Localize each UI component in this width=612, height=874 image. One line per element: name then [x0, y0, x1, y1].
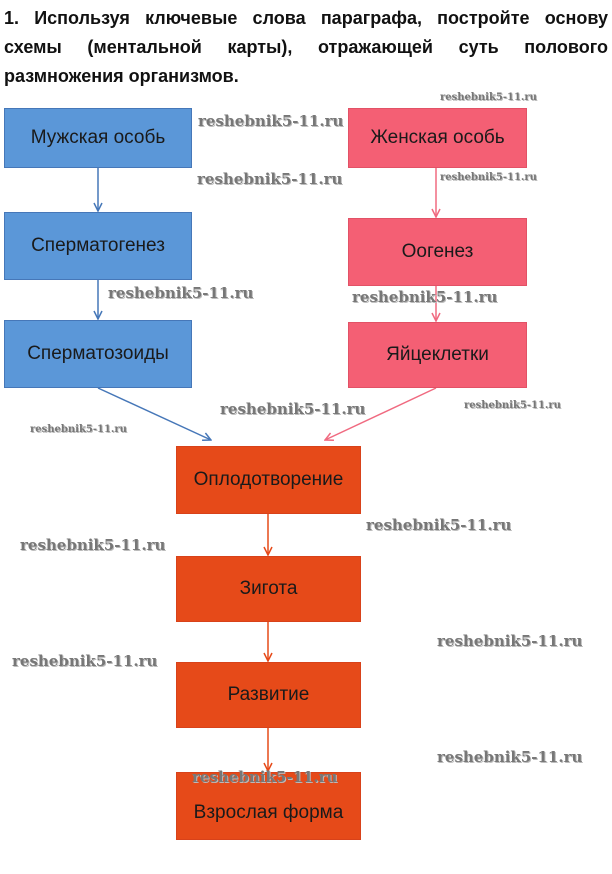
watermark: reshebnik5-11.ru: [366, 516, 512, 534]
watermark: reshebnik5-11.ru: [30, 424, 127, 435]
box-oogenesis: Оогенез: [348, 218, 527, 286]
watermark: reshebnik5-11.ru: [440, 172, 537, 183]
watermark: reshebnik5-11.ru: [198, 112, 344, 130]
watermark: reshebnik5-11.ru: [192, 768, 338, 786]
watermark: reshebnik5-11.ru: [197, 170, 343, 188]
box-development: Развитие: [176, 662, 361, 728]
watermark: reshebnik5-11.ru: [352, 288, 498, 306]
watermark: reshebnik5-11.ru: [464, 400, 561, 411]
box-female-individual: Женская особь: [348, 108, 527, 168]
box-adult-form: Взрослая форма: [176, 772, 361, 840]
watermark: reshebnik5-11.ru: [108, 284, 254, 302]
box-spermatozoa: Сперматозоиды: [4, 320, 192, 388]
watermark: reshebnik5-11.ru: [220, 400, 366, 418]
watermark: reshebnik5-11.ru: [437, 748, 583, 766]
box-male-individual: Мужская особь: [4, 108, 192, 168]
box-zygote: Зигота: [176, 556, 361, 622]
task-text: 1. Используя ключевые слова параграфа, п…: [4, 8, 608, 86]
watermark: reshebnik5-11.ru: [440, 92, 537, 103]
watermark: reshebnik5-11.ru: [20, 536, 166, 554]
arrow-male-3: [97, 387, 211, 440]
box-egg-cells: Яйцеклетки: [348, 322, 527, 388]
arrow-female-3: [325, 387, 437, 440]
watermark: reshebnik5-11.ru: [437, 632, 583, 650]
watermark: reshebnik5-11.ru: [12, 652, 158, 670]
box-spermatogenesis: Сперматогенез: [4, 212, 192, 280]
box-fertilization: Оплодотворение: [176, 446, 361, 514]
